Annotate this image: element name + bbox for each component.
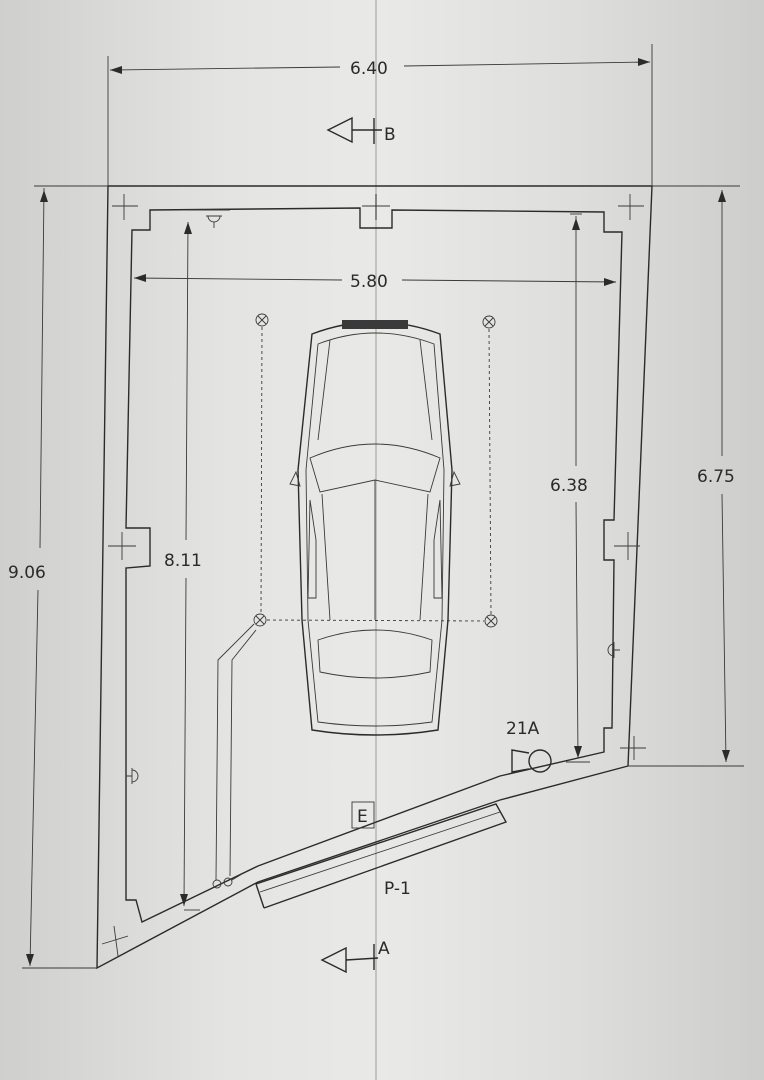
outer-wall (96, 185, 653, 970)
dim-line-top-width-a (109, 66, 341, 71)
switch-icon (212, 873, 243, 889)
door-code-label: P-1 (384, 879, 411, 899)
dim-left-height: 9.06 (8, 563, 46, 583)
dim-line-inner-right-b (575, 501, 579, 759)
section-marker-a (320, 944, 379, 974)
dim-inner-right-height: 6.38 (550, 476, 588, 496)
section-label-a: A (378, 939, 390, 959)
section-marker-b (326, 116, 382, 144)
dim-line-top-width-b (403, 61, 651, 67)
room-tag-label: E (357, 807, 368, 827)
dim-line-inner-width-b (401, 279, 617, 283)
dim-line-right-height-b (721, 493, 727, 763)
light-fixture-icon (253, 613, 267, 627)
ceiling-lights (253, 313, 498, 628)
socket-icon-top (206, 215, 222, 228)
light-fixture-icon (482, 315, 496, 329)
dim-top-width: 6.40 (350, 59, 388, 79)
light-fixture-icon (255, 313, 269, 327)
dim-inner-left-height: 8.11 (164, 551, 202, 571)
extinguisher-label: 21A (506, 719, 540, 739)
car-windshield-strip (342, 320, 408, 329)
electrical-wiring (215, 326, 492, 881)
fire-extinguisher-icon (511, 749, 552, 773)
section-label-b: B (384, 125, 396, 145)
light-fixture-icon (484, 614, 498, 628)
room-tag-box (351, 801, 375, 829)
inner-wall (125, 207, 623, 923)
dim-line-left-height-a (39, 187, 45, 549)
column-markers (101, 194, 646, 957)
garage-door (255, 803, 508, 909)
socket-icon-left (126, 768, 139, 784)
dim-line-inner-width-a (133, 277, 343, 281)
dim-right-height: 6.75 (697, 467, 735, 487)
socket-icon-right (607, 642, 620, 658)
dim-line-left-height-b (29, 589, 39, 967)
dim-line-inner-left-b (183, 577, 187, 907)
dim-line-inner-left-a (185, 221, 189, 541)
dim-inner-width: 5.80 (350, 272, 388, 292)
car-top-view (289, 320, 461, 736)
